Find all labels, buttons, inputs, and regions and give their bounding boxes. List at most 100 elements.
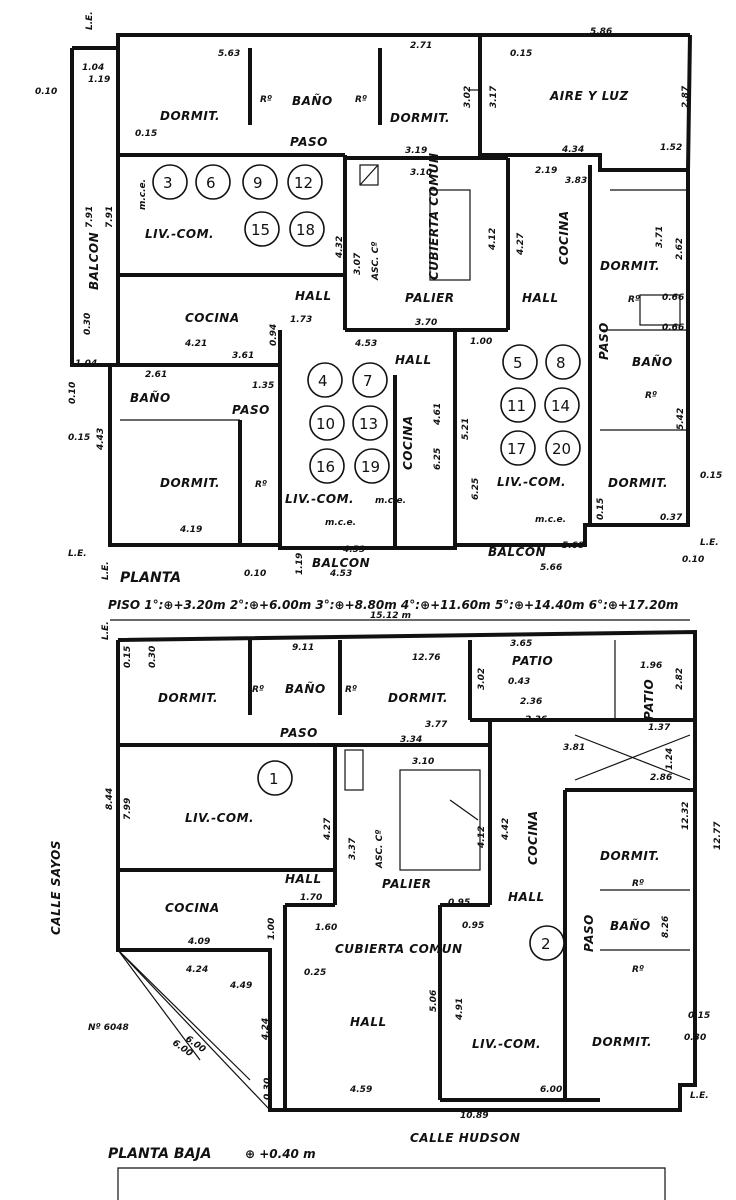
room-label: m.c.e. xyxy=(535,515,566,525)
dimension-label: 2.71 xyxy=(410,41,432,51)
dimension-label: 3.19 xyxy=(405,146,427,156)
upper-floor-plan: DORMIT. BAÑO DORMIT. PASO AIRE Y LUZ LIV… xyxy=(35,11,722,621)
upper-interior-walls xyxy=(110,33,692,548)
ground-shaft-hatch xyxy=(344,749,364,791)
room-label: COCINA xyxy=(526,810,540,865)
unit-number: 6 xyxy=(206,174,216,192)
floor-levels-caption: PISO 1°:⊕+3.20m 2°:⊕+6.00m 3°:⊕+8.80m 4°… xyxy=(108,598,678,612)
dimension-label: 1.37 xyxy=(648,723,671,733)
room-label: ASC. Cº xyxy=(375,830,385,869)
upper-stair-block xyxy=(429,189,471,281)
room-label: PASO xyxy=(232,403,270,417)
room-label: BALCON xyxy=(312,556,370,570)
dimension-label: 3.02 xyxy=(477,668,487,690)
dimension-label: 3.10 xyxy=(412,757,434,767)
dimension-label: 10.89 xyxy=(460,1111,488,1121)
unit-number: 13 xyxy=(359,415,378,433)
dimension-label: 2.82 xyxy=(675,668,685,690)
unit-circle xyxy=(257,760,293,796)
unit-number: 3 xyxy=(163,174,173,192)
dimension-label: 0.15 xyxy=(510,49,532,59)
room-label: COCINA xyxy=(401,415,415,470)
dimension-label: 5.66 xyxy=(540,563,562,573)
room-label: COCINA xyxy=(165,901,220,915)
room-label: PASO xyxy=(280,726,318,740)
dimension-label: 4.27 xyxy=(516,232,526,256)
dimension-label: 0.30 xyxy=(148,646,158,668)
dimension-label: 1.04 xyxy=(75,359,97,369)
room-label: BAÑO xyxy=(292,93,333,108)
dimension-label: 2.86 xyxy=(650,773,672,783)
dimension-label: 4.09 xyxy=(187,937,210,947)
dimension-label: 0.15 xyxy=(135,129,157,139)
dimension-label: 4.43 xyxy=(96,428,106,451)
unit-number: 11 xyxy=(507,397,526,415)
dimension-label: 0.10 xyxy=(682,555,704,565)
room-label: PASO xyxy=(582,914,596,952)
room-label: LIV.-COM. xyxy=(285,492,354,506)
dimension-label: 3.17 xyxy=(489,85,499,108)
unit-number: 17 xyxy=(507,440,526,458)
ground-level: ⊕ +0.40 m xyxy=(245,1147,316,1161)
dimension-label: 1.35 xyxy=(252,381,274,391)
dimension-label: 0.95 xyxy=(448,898,470,908)
room-label: m.c.e. xyxy=(138,179,148,210)
ground-dimensions: 9.11 12.76 3.65 1.96 3.77 3.02 0.43 2.36… xyxy=(105,639,723,1121)
dimension-label: 1.00 xyxy=(470,337,492,347)
dimension-label: 0.10 xyxy=(35,87,57,97)
dimension-label: 5.42 xyxy=(676,408,686,430)
ground-stair-line xyxy=(449,799,479,821)
room-label: PASO xyxy=(290,135,328,149)
room-label: HALL xyxy=(285,872,322,886)
dimension-label: 7.91 xyxy=(105,206,115,228)
dimension-label: 8.44 xyxy=(105,788,115,810)
room-label: PATIO xyxy=(642,679,656,720)
dimension-label: 4.24 xyxy=(185,965,208,975)
room-label: ASC. Cº xyxy=(371,242,381,281)
room-label: BAÑO xyxy=(632,354,673,369)
room-label: DORMIT. xyxy=(388,691,448,705)
room-label: Rº xyxy=(645,391,657,401)
dimension-label: 0.30 xyxy=(684,1033,706,1043)
ground-patio-diagonal xyxy=(574,734,691,781)
dimension-label: 5.63 xyxy=(218,49,240,59)
upper-dimensions: 5.63 2.71 5.86 0.15 3.02 3.17 2.87 0.15 … xyxy=(35,27,722,621)
dimension-label: 3.02 xyxy=(463,86,473,108)
ground-outer-wall xyxy=(116,629,697,1112)
room-label: PALIER xyxy=(382,877,432,891)
dimension-label: 4.49 xyxy=(229,981,252,991)
ground-interior-walls xyxy=(118,640,695,1110)
room-label: CUBIERTA COMUN xyxy=(335,942,463,956)
dimension-label: 12.77 xyxy=(713,821,723,850)
dimension-label: 3.70 xyxy=(415,318,437,328)
dimension-label: 4.53 xyxy=(329,569,352,579)
room-label: HALL xyxy=(295,289,332,303)
street-label: CALLE HUDSON xyxy=(410,1131,520,1145)
dimension-label: 4.24 xyxy=(261,1018,271,1041)
room-label: BAÑO xyxy=(285,681,326,696)
room-label: L.E. xyxy=(690,1091,709,1101)
dimension-label: 5.06 xyxy=(429,990,439,1012)
unit-number: 8 xyxy=(556,354,566,372)
dimension-label: 1.19 xyxy=(295,553,305,575)
room-label: Rº xyxy=(632,965,644,975)
unit-number: 9 xyxy=(253,174,263,192)
dimension-label: 0.95 xyxy=(462,921,484,931)
room-label: DORMIT. xyxy=(160,109,220,123)
room-label: DORMIT. xyxy=(390,111,450,125)
dimension-label: 3.71 xyxy=(655,226,665,248)
dimension-label: 6.00 xyxy=(540,1085,562,1095)
dimension-label: 4.61 xyxy=(433,403,443,426)
room-label: LIV.-COM. xyxy=(145,227,214,241)
room-label: PASO xyxy=(597,322,611,360)
dimension-label: 3.83 xyxy=(565,176,587,186)
dimension-label: 1.96 xyxy=(640,661,662,671)
room-label: LIV.-COM. xyxy=(497,475,566,489)
unit-number: 14 xyxy=(551,397,570,415)
unit-number: 5 xyxy=(513,354,523,372)
room-label: L.E. xyxy=(68,549,87,559)
dimension-label: 12.32 xyxy=(681,802,691,830)
room-label: Rº xyxy=(628,295,640,305)
dimension-label: 0.30 xyxy=(263,1078,273,1100)
